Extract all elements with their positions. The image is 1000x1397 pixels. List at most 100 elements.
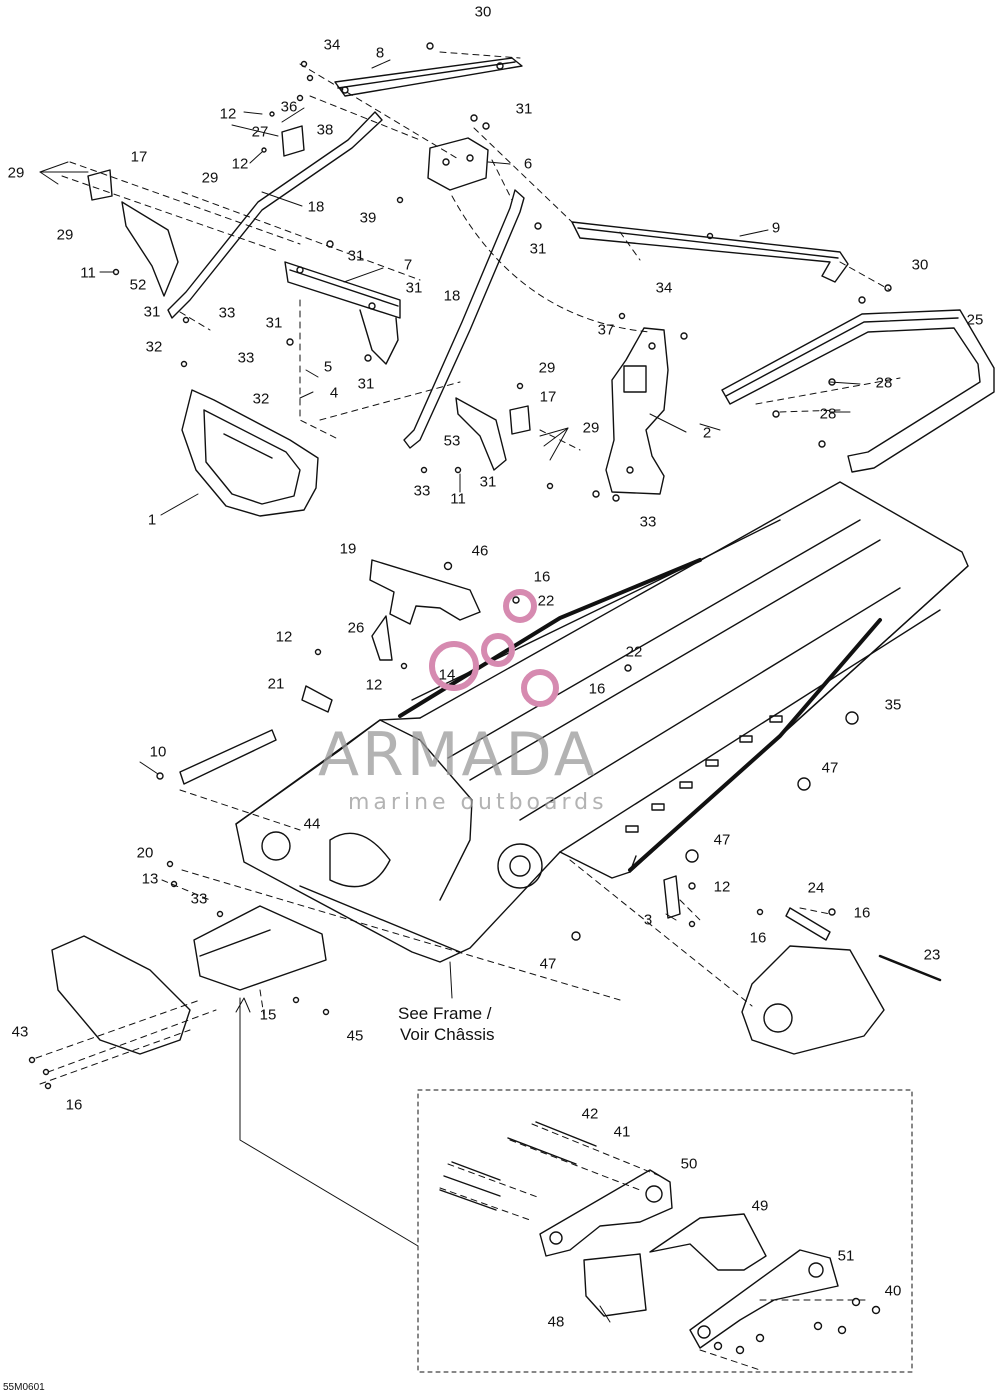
part-26-bracket <box>371 615 393 661</box>
callout-18-right: 18 <box>443 287 461 305</box>
callout-34-top: 34 <box>323 36 341 54</box>
part-10-plate <box>179 729 277 785</box>
watermark-brand: ARMADA <box>318 720 598 790</box>
callout-30-right: 30 <box>911 256 929 274</box>
part-48-plate <box>583 1253 647 1317</box>
part-9-side-brace <box>571 221 849 283</box>
callout-29-far-left: 29 <box>7 164 25 182</box>
callout-20: 20 <box>136 844 154 862</box>
callout-46: 46 <box>471 542 489 560</box>
callout-26: 26 <box>347 619 365 637</box>
callout-7: 7 <box>403 256 413 274</box>
part-17-left-bracket <box>87 169 113 201</box>
callout-33-mid: 33 <box>237 349 255 367</box>
figure-code: 55M0601 <box>3 1382 45 1393</box>
callout-41: 41 <box>613 1123 631 1141</box>
callout-40: 40 <box>884 1282 902 1300</box>
callout-25: 25 <box>966 311 984 329</box>
callout-48: 48 <box>547 1313 565 1331</box>
callout-33-lower: 33 <box>413 482 431 500</box>
callout-28-lower: 28 <box>819 405 837 423</box>
part-18-left-tube <box>167 111 383 319</box>
callout-10: 10 <box>149 743 167 761</box>
part-2-rear-plate <box>605 327 669 495</box>
callout-12-tunnel: 12 <box>275 628 293 646</box>
callout-38: 38 <box>316 121 334 139</box>
part-17-right-bracket <box>509 405 531 435</box>
part-51-frame-plate <box>689 1249 839 1349</box>
callout-47-lower: 47 <box>539 955 557 973</box>
callout-47-mid: 47 <box>713 831 731 849</box>
callout-31-bar-right: 31 <box>405 279 423 297</box>
callout-32-left: 32 <box>145 338 163 356</box>
callout-11-left: 11 <box>80 264 96 282</box>
callout-28-upper: 28 <box>875 374 893 392</box>
callout-14: 14 <box>438 666 456 684</box>
tunnel-slots <box>625 715 783 833</box>
part-19-bracket <box>369 559 481 625</box>
part-53-right-support <box>455 397 507 471</box>
part-7-crossbar <box>284 261 401 365</box>
callout-27: 27 <box>251 123 269 141</box>
callout-31-left: 31 <box>143 303 161 321</box>
callout-16-rear-left: 16 <box>749 929 767 947</box>
callout-45: 45 <box>346 1027 364 1045</box>
part-3-support <box>663 875 681 919</box>
callout-29-left: 29 <box>56 226 74 244</box>
callout-36: 36 <box>280 98 298 116</box>
callout-12-rear: 12 <box>713 878 731 896</box>
see-frame-note-fr: Voir Châssis <box>400 1025 495 1044</box>
part-18-right-tube <box>403 189 525 449</box>
part-25-rear-bumper <box>721 309 995 473</box>
callout-1: 1 <box>147 511 157 529</box>
callout-24: 24 <box>807 879 825 897</box>
callout-13: 13 <box>141 870 159 888</box>
callout-39: 39 <box>359 209 377 227</box>
inset-detail-box <box>417 1089 913 1373</box>
watermark-tagline: marine outboards <box>348 790 608 815</box>
slide-rails <box>398 558 882 872</box>
callout-22-upper: 22 <box>537 592 555 610</box>
callout-15: 15 <box>259 1006 277 1024</box>
part-49-spacer <box>649 1213 767 1271</box>
callout-52: 52 <box>129 276 147 294</box>
inset-assembly-lines <box>439 1123 871 1371</box>
callout-3: 3 <box>643 911 653 929</box>
leader-lines <box>235 961 453 1247</box>
callout-16-upper: 16 <box>533 568 551 586</box>
callout-33-top: 33 <box>218 304 236 322</box>
callout-8: 8 <box>375 44 385 62</box>
callout-19: 19 <box>339 540 357 558</box>
callout-30-top: 30 <box>474 3 492 21</box>
callout-34-right: 34 <box>655 279 673 297</box>
part-8-upper-brace <box>334 57 523 97</box>
callout-5: 5 <box>323 358 333 376</box>
inset-bolts <box>439 1121 881 1355</box>
callout-47-upper: 47 <box>821 759 839 777</box>
callout-31-top: 31 <box>515 100 533 118</box>
callout-50: 50 <box>680 1155 698 1173</box>
callout-53: 53 <box>443 432 461 450</box>
see-frame-note-en: See Frame / <box>398 1004 492 1023</box>
callout-31-center: 31 <box>265 314 283 332</box>
callout-12-top: 12 <box>219 105 237 123</box>
tunnel-assembly-lines <box>35 789 831 1085</box>
callout-29-right: 29 <box>582 419 600 437</box>
part-6-bracket <box>427 137 489 191</box>
callout-29-top: 29 <box>201 169 219 187</box>
callout-6: 6 <box>523 155 533 173</box>
callout-31-mid: 31 <box>529 240 547 258</box>
callout-43: 43 <box>11 1023 29 1041</box>
callout-18-left: 18 <box>307 198 325 216</box>
front-frame-left <box>51 905 327 1055</box>
callout-31-lower: 31 <box>357 375 375 393</box>
callout-12-clip: 12 <box>365 676 383 694</box>
callout-22-mid: 22 <box>625 643 643 661</box>
callout-49: 49 <box>751 1197 769 1215</box>
top-assembly-lines <box>61 51 901 451</box>
callout-16-mid: 16 <box>588 680 606 698</box>
part-see-frame-rear <box>741 945 885 1055</box>
callout-51: 51 <box>837 1247 855 1265</box>
